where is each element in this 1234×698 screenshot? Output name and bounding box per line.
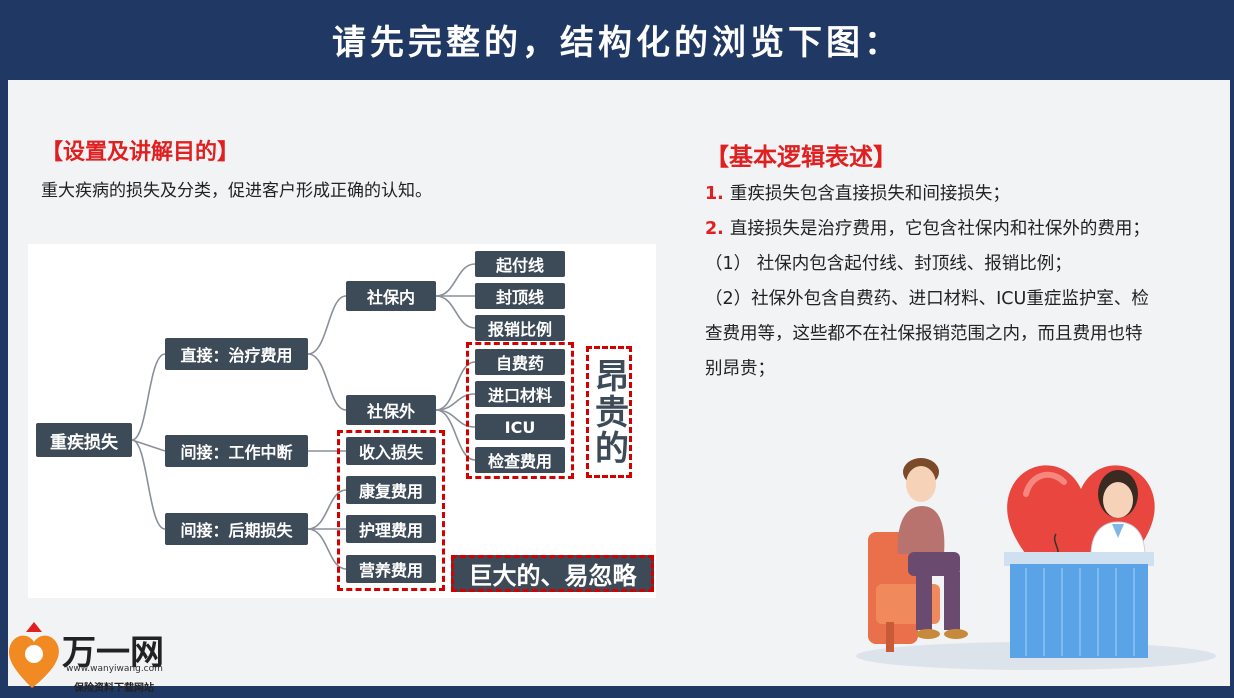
node-cap: 封顶线 — [475, 283, 565, 309]
heart-pin-icon — [8, 622, 59, 688]
logic-line: （2）社保外包含自费药、进口材料、ICU重症监护室、检 — [705, 282, 1215, 317]
logic-line-text: 重疾损失包含直接损失和间接损失； — [729, 184, 1010, 204]
node-exam: 检查费用 — [475, 447, 565, 473]
purpose-text: 重大疾病的损失及分类，促进客户形成正确的认知。 — [41, 181, 432, 201]
node-nutrition: 营养费用 — [346, 555, 436, 583]
connector-root-indirect — [131, 439, 166, 452]
logic-line-text: （1） 社保内包含起付线、封顶线、报销比例； — [705, 254, 1072, 274]
node-income-loss: 收入损失 — [346, 437, 436, 465]
logic-line-text: （2）社保外包含自费药、进口材料、ICU重症监护室、检 — [705, 289, 1149, 309]
connector-root-later — [131, 439, 166, 530]
node-indirect-later: 间接：后期损失 — [165, 513, 308, 545]
dashed-box-out-items — [466, 342, 574, 479]
logo-caption: 保险资料下载网站 — [74, 683, 154, 694]
loss-classification-diagram: 重疾损失 直接：治疗费用 间接：工作中断 间接：后期损失 社保内 社保外 起付线… — [28, 244, 656, 598]
node-icu: ICU — [475, 414, 565, 440]
logic-line: 2.直接损失是治疗费用，它包含社保内和社保外的费用； — [705, 212, 1215, 247]
logic-title: 【基本逻辑表述】 — [705, 143, 897, 171]
label-expensive: 昂贵的 — [586, 346, 632, 478]
logic-line-text: 查费用等，这些都不在社保报销范围之内，而且费用也特 — [705, 324, 1143, 344]
connector-root-direct — [131, 353, 166, 441]
header-bar: 请先完整的，结构化的浏览下图： — [0, 0, 1234, 78]
node-imported: 进口材料 — [475, 381, 565, 407]
diagram-connectors — [131, 263, 476, 570]
page-title: 请先完整的，结构化的浏览下图： — [332, 22, 902, 63]
node-indirect-work: 间接：工作中断 — [165, 435, 308, 467]
logic-list: 1.重疾损失包含直接损失和间接损失；2.直接损失是治疗费用，它包含社保内和社保外… — [705, 177, 1215, 387]
logic-line: 别昂贵； — [705, 352, 1215, 387]
node-ratio: 报销比例 — [475, 315, 565, 341]
label-expensive-text: 昂贵的 — [588, 358, 629, 466]
node-deductible: 起付线 — [475, 251, 565, 277]
label-huge-text: 巨大的、易忽略 — [468, 562, 637, 590]
node-direct: 直接：治疗费用 — [165, 338, 308, 370]
logic-line-number: 2. — [705, 219, 724, 239]
doctor-patient-heart-illustration — [856, 458, 1216, 670]
logic-line-text: 别昂贵； — [705, 359, 775, 379]
node-in-insurance: 社保内 — [346, 281, 436, 311]
logic-line: 1.重疾损失包含直接损失和间接损失； — [705, 177, 1215, 212]
logo-name: 万一网 — [62, 633, 164, 673]
logic-line-number: 1. — [705, 184, 724, 204]
logic-line: 查费用等，这些都不在社保报销范围之内，而且费用也特 — [705, 317, 1215, 352]
node-rehab: 康复费用 — [346, 476, 436, 504]
node-nursing: 护理费用 — [346, 515, 436, 543]
logo-url: www.wanyiwang.com — [66, 664, 163, 674]
logic-line-text: 直接损失是治疗费用，它包含社保内和社保外的费用； — [729, 219, 1150, 239]
node-root: 重疾损失 — [36, 423, 132, 457]
content-panel: 【设置及讲解目的】 重大疾病的损失及分类，促进客户形成正确的认知。 【基本逻辑表… — [8, 80, 1230, 686]
label-huge: 巨大的、易忽略 — [451, 555, 654, 592]
node-out-insurance: 社保外 — [346, 395, 436, 425]
connector-direct-in — [307, 295, 347, 355]
node-self-paid: 自费药 — [475, 349, 565, 375]
connector-in-deductible — [435, 263, 476, 297]
logic-line: （1） 社保内包含起付线、封顶线、报销比例； — [705, 247, 1215, 282]
purpose-title: 【设置及讲解目的】 — [41, 140, 240, 165]
connector-direct-out — [307, 353, 347, 411]
dashed-box-indirect-items — [337, 430, 445, 591]
